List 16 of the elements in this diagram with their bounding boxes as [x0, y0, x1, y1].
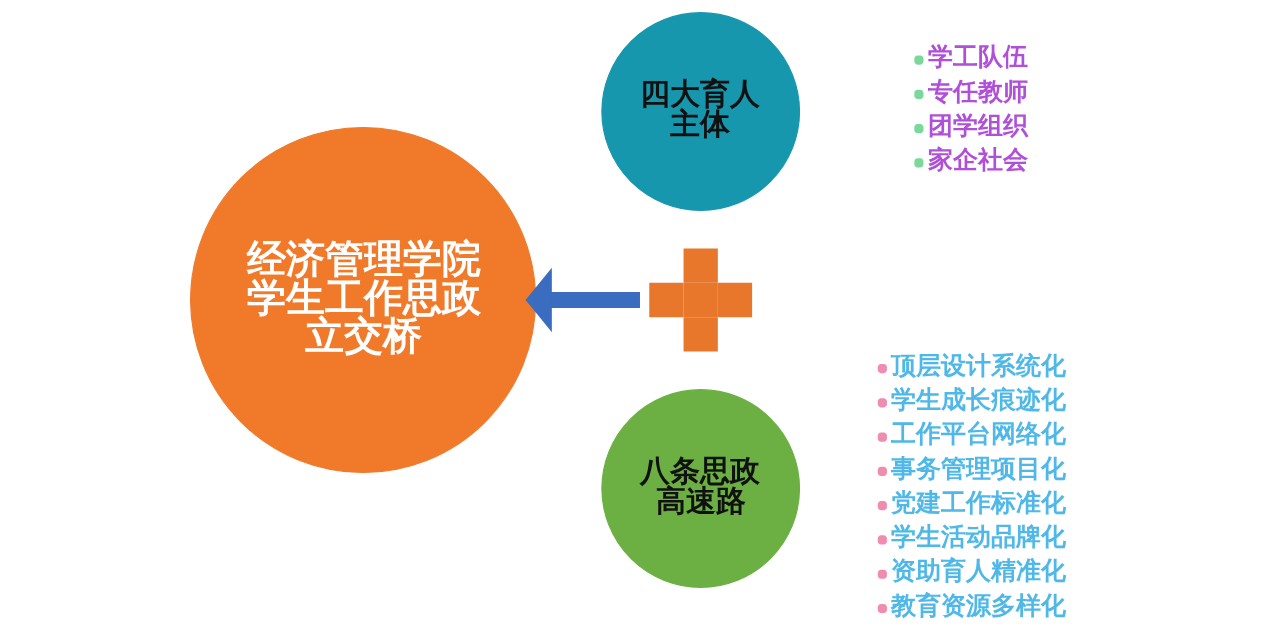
node-label: 团学组织 [927, 110, 1028, 140]
node-label: 教育资源多样化 [890, 590, 1066, 620]
node-label: 学生活动品牌化 [890, 522, 1066, 552]
node-label: 事务管理项目化 [890, 453, 1066, 483]
arrow [525, 267, 640, 333]
node-label: 资助育人精准化 [890, 556, 1066, 586]
node-label: 家企社会 [927, 145, 1028, 175]
node-label: 党建工作标准化 [890, 487, 1066, 517]
node-label: 工作平台网络化 [890, 419, 1066, 449]
node-label: 专任教师 [927, 76, 1028, 106]
node-label: 学生成长痕迹化 [890, 385, 1066, 415]
node-circle: 八条思政高速路 [600, 389, 800, 588]
node-circle: 经济管理学院学生工作思政立交桥 [189, 126, 536, 474]
node-circle: 四大育人主体 [600, 12, 800, 211]
node-label: 学工队伍 [927, 42, 1028, 72]
node-label: 顶层设计系统化 [890, 350, 1066, 380]
